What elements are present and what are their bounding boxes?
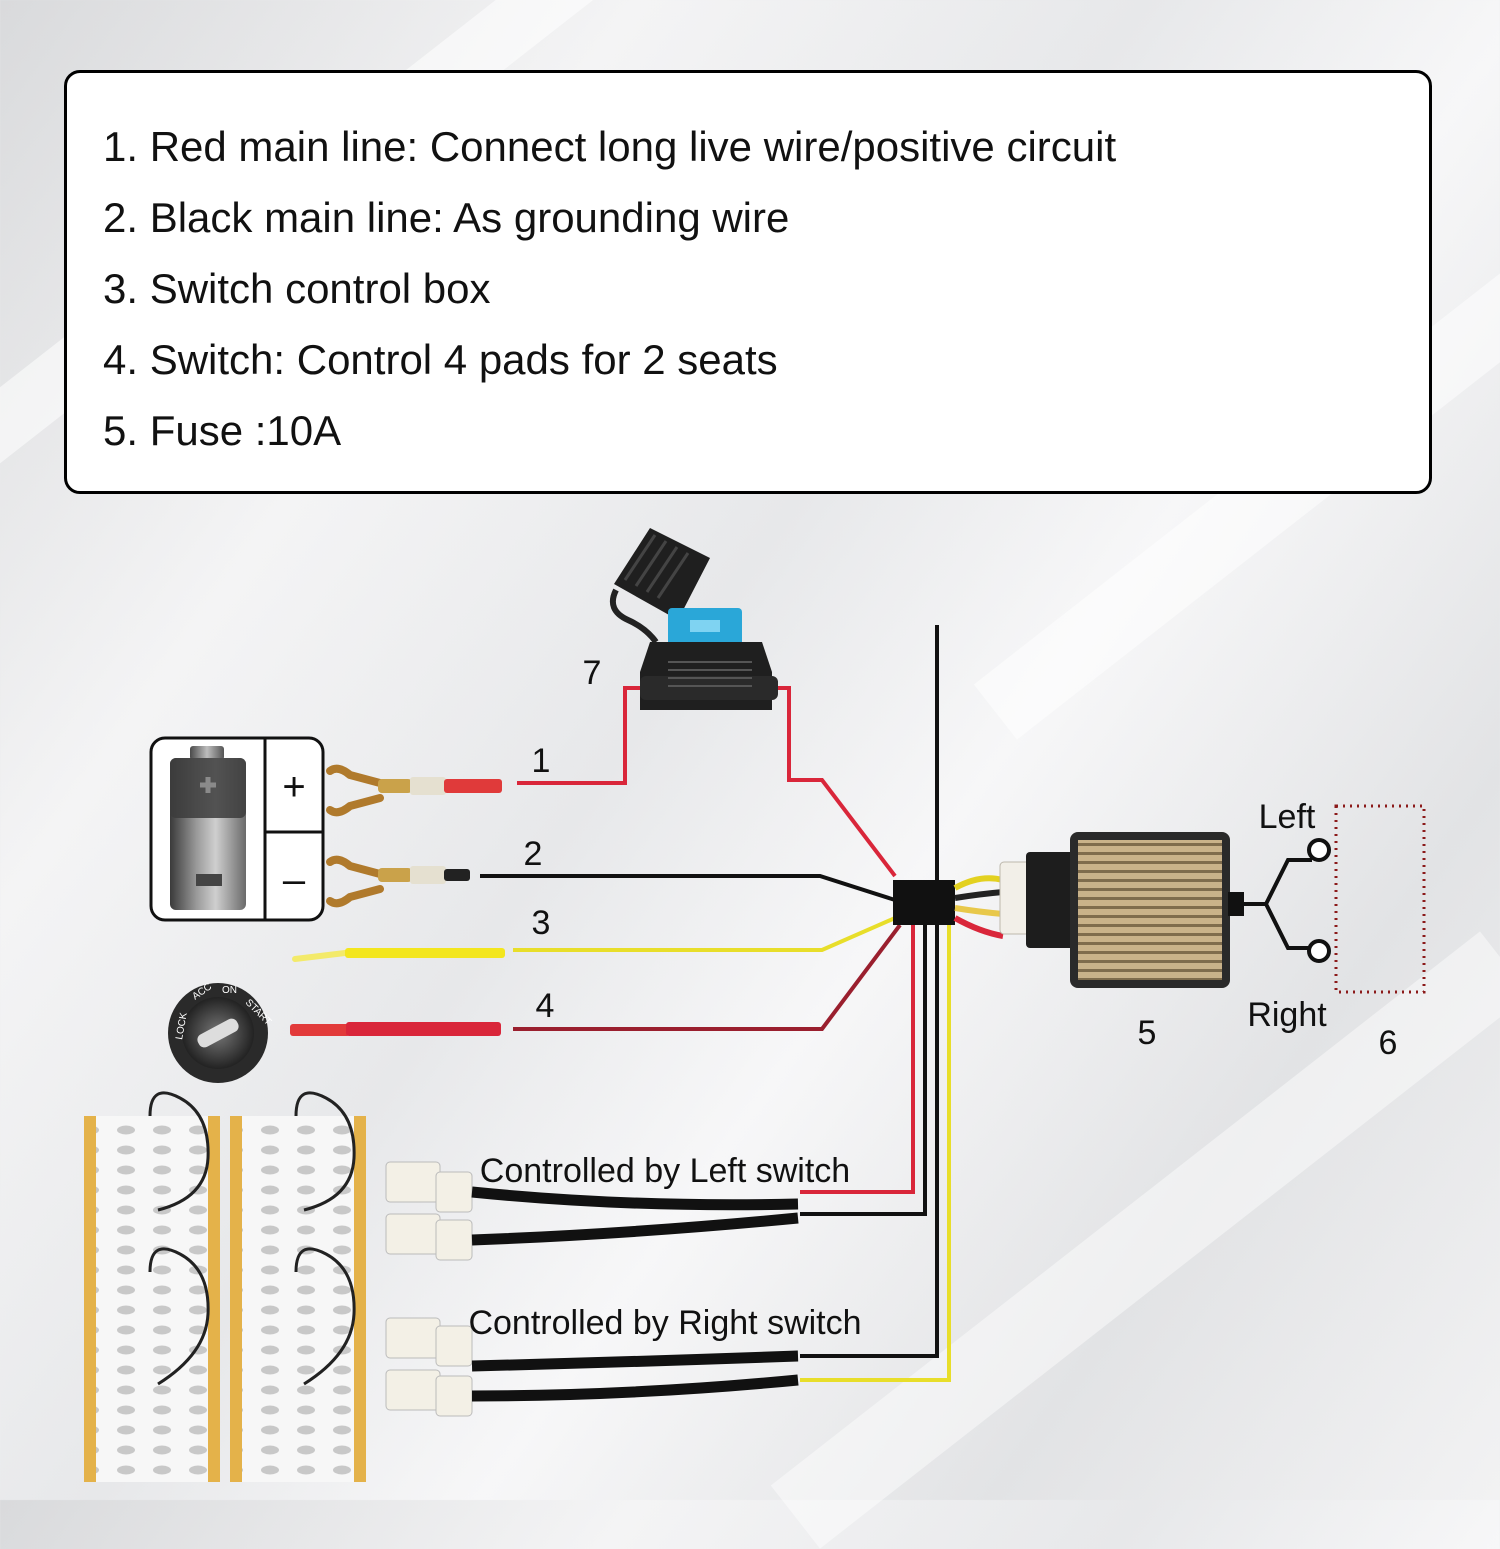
legend-box: 1. Red main line: Connect long live wire… — [64, 70, 1432, 494]
battery-icon — [149, 736, 325, 922]
wire-4-dark-red — [513, 923, 902, 1031]
battery-plus-label: + — [282, 765, 305, 809]
pad-connector — [385, 1161, 799, 1213]
pad-connector — [385, 1212, 799, 1261]
heating-pad — [230, 1091, 366, 1298]
fuse-number: 7 — [583, 654, 602, 692]
yellow-wire-end — [292, 948, 505, 962]
ignition-wire-end — [290, 1022, 501, 1036]
switch-left-label: Left — [1259, 798, 1316, 836]
wire-number-1: 1 — [532, 742, 551, 780]
legend-item-3: 3. Switch control box — [103, 265, 491, 312]
terminal-positive — [326, 764, 502, 817]
box-lead-wires — [953, 875, 1004, 939]
harness-black-2 — [800, 625, 939, 1358]
harness-yellow — [800, 925, 951, 1382]
left-switch-group-label: Controlled by Left switch — [480, 1152, 850, 1190]
legend-item-4: 4. Switch: Control 4 pads for 2 seats — [103, 336, 778, 383]
fuse-holder-icon — [610, 528, 778, 710]
heating-pad — [84, 1247, 220, 1482]
legend-item-5: 5. Fuse :10A — [103, 407, 342, 454]
switch-right-label: Right — [1247, 996, 1327, 1034]
wire-number-4: 4 — [536, 987, 555, 1025]
control-box-icon — [999, 832, 1331, 988]
wire-1-red — [517, 686, 640, 785]
ignition-switch-icon — [168, 983, 268, 1083]
right-switch-group-label: Controlled by Right switch — [468, 1304, 861, 1342]
wire-1-red-out — [775, 686, 897, 878]
heating-pad — [84, 1091, 220, 1298]
wiring-diagram: + – LOCK ACC ON START — [84, 528, 1426, 1482]
harness-red — [800, 925, 915, 1194]
ignition-label-lock: LOCK — [174, 1011, 190, 1040]
battery-minus-label: – — [283, 858, 306, 902]
terminal-negative — [326, 855, 470, 908]
legend-item-2: 2. Black main line: As grounding wire — [103, 194, 790, 241]
heating-pad — [230, 1247, 366, 1482]
legend-item-1: 1. Red main line: Connect long live wire… — [103, 123, 1117, 170]
switch-number: 6 — [1379, 1024, 1398, 1062]
control-box-number: 5 — [1138, 1014, 1157, 1052]
wire-3-yellow — [513, 916, 896, 952]
pad-connector — [385, 1369, 799, 1417]
ignition-label-on: ON — [222, 985, 237, 996]
pad-connector — [385, 1317, 799, 1372]
harness-black-1 — [800, 925, 927, 1216]
wire-junction — [893, 880, 955, 925]
wire-2-black — [480, 874, 896, 902]
switch-placeholder-box — [1334, 804, 1426, 994]
wire-number-2: 2 — [524, 835, 543, 873]
wire-number-3: 3 — [532, 904, 551, 942]
